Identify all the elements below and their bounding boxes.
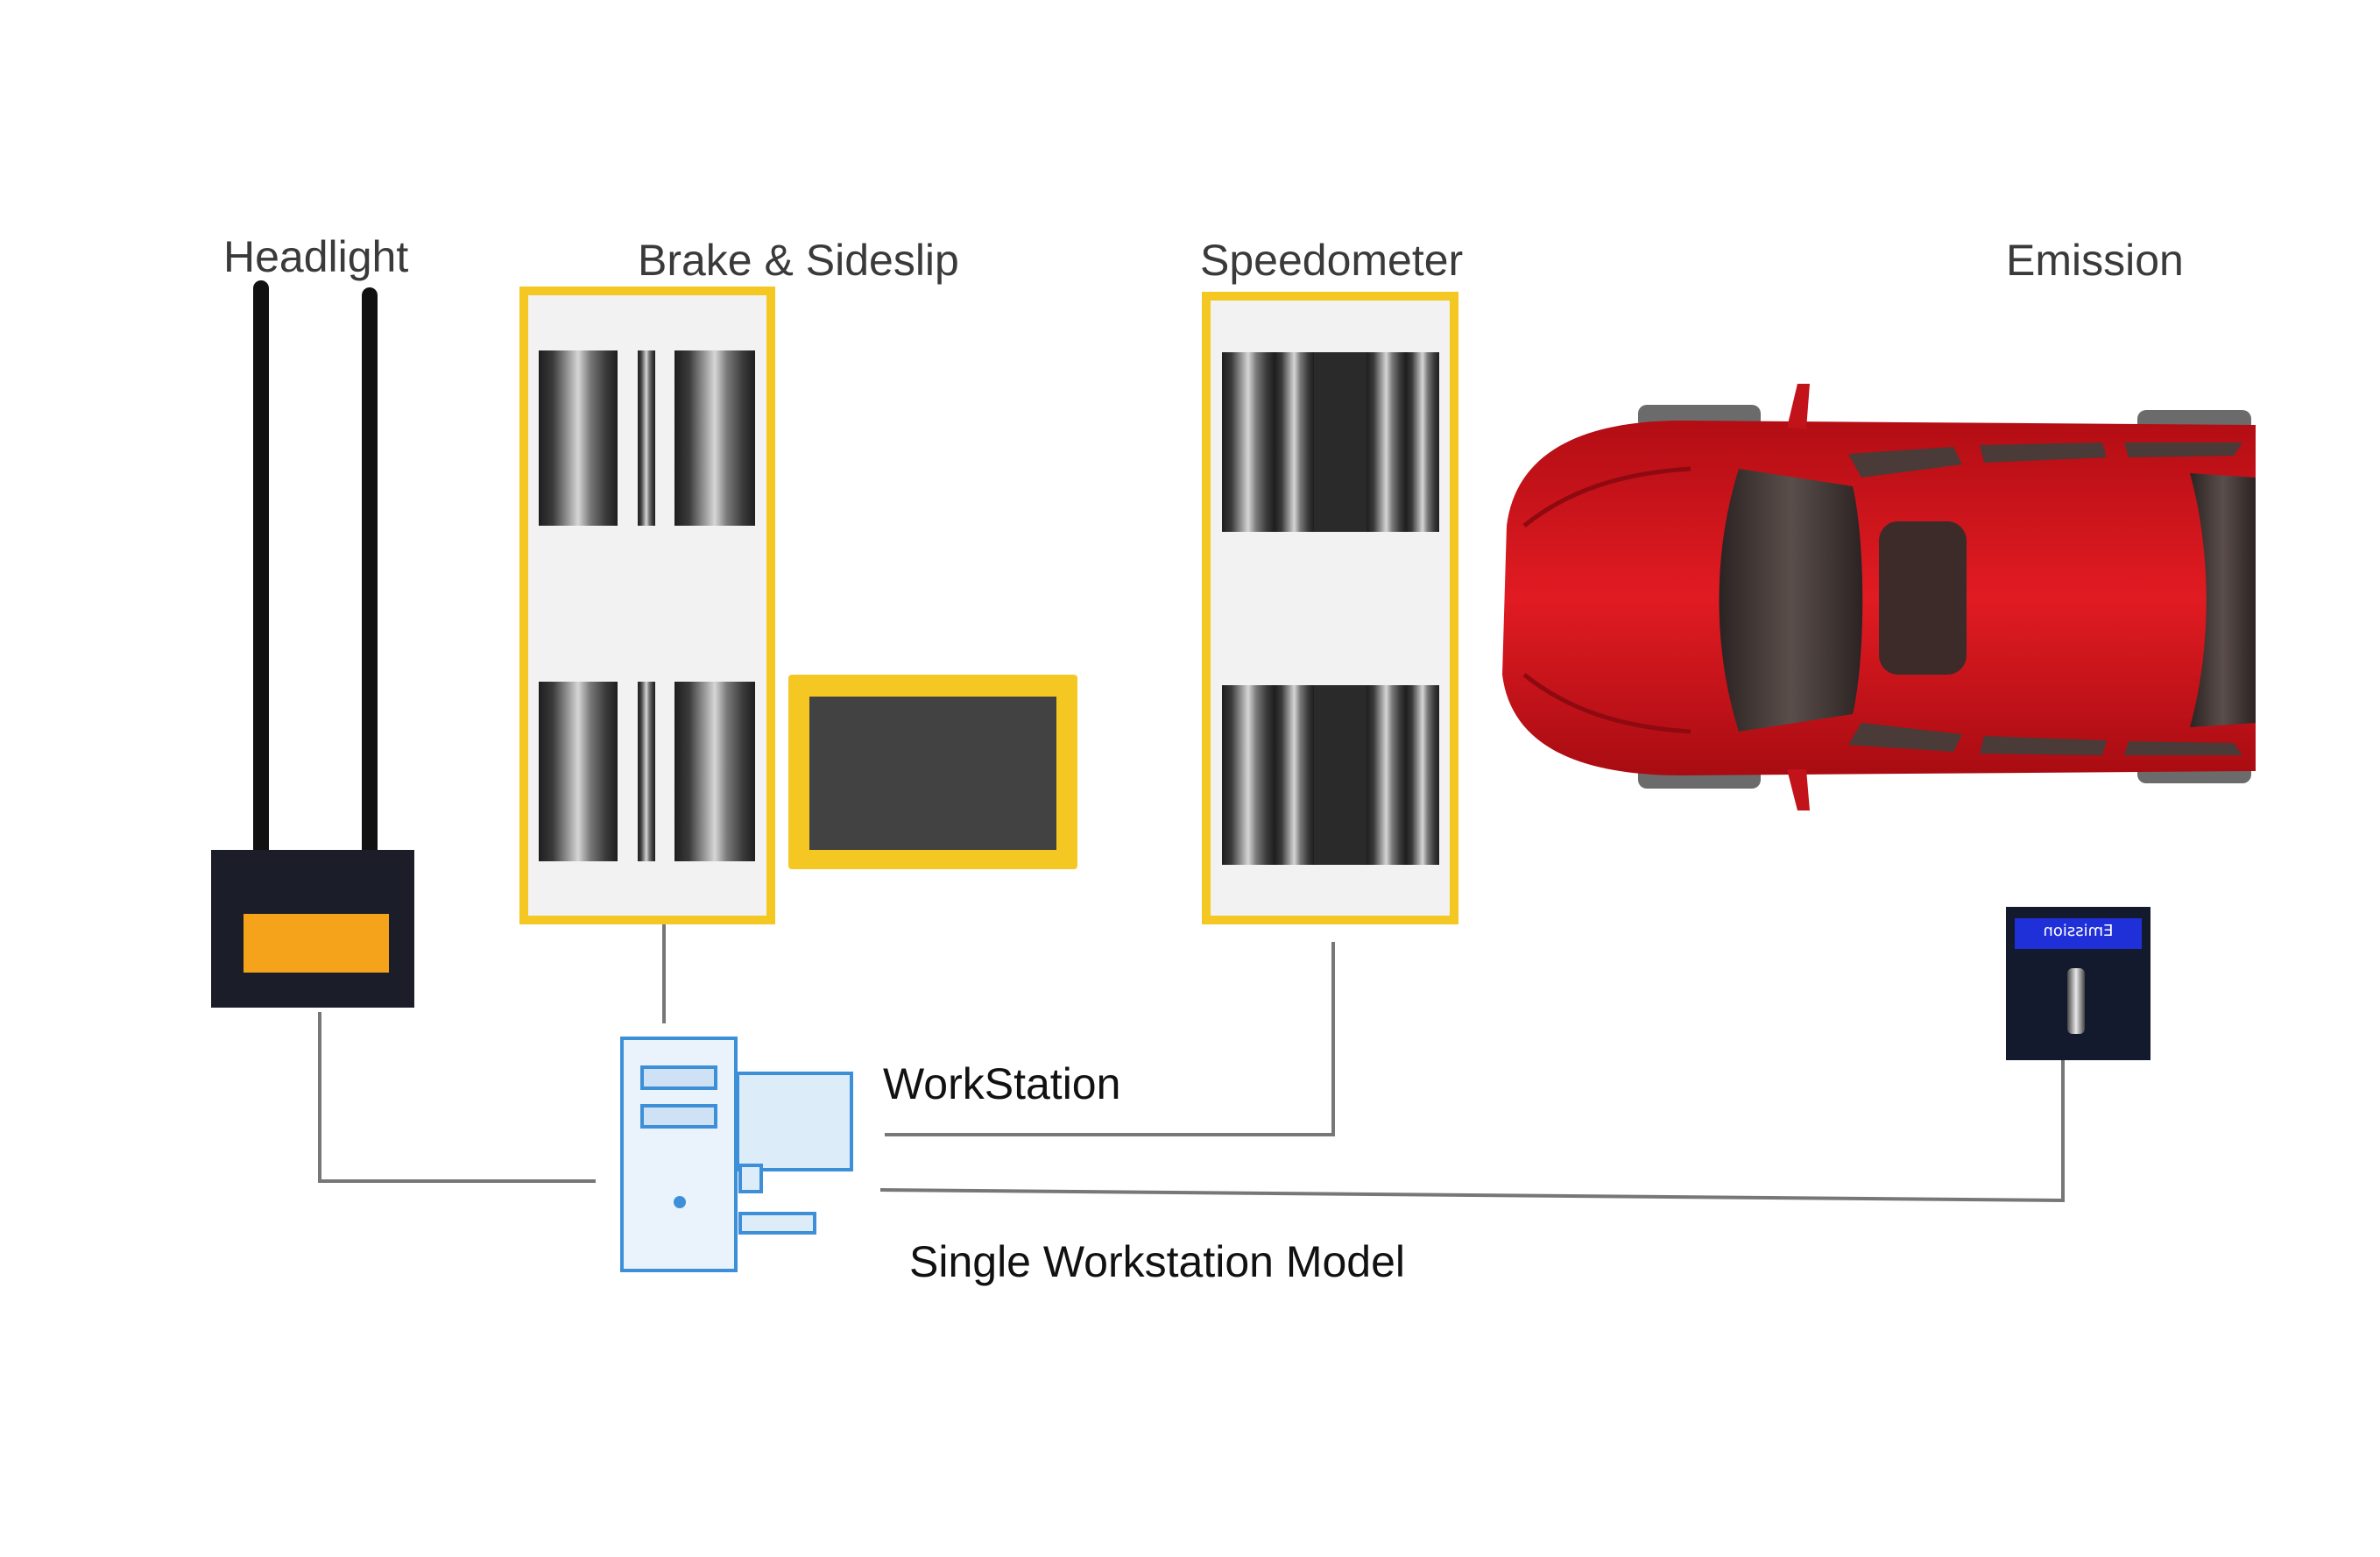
speedometer-rollers-top <box>1222 352 1439 532</box>
emission-connector <box>879 1060 2065 1203</box>
emission-screen-text: Emission <box>2043 922 2114 940</box>
headlight-tester <box>211 280 414 1008</box>
connector-lines <box>318 924 2065 1203</box>
speedometer-label: Speedometer <box>1200 236 1464 285</box>
brake-rollers-top <box>539 350 755 526</box>
brake-sideslip-label: Brake & Sideslip <box>638 236 959 285</box>
headlight-label: Headlight <box>223 232 409 281</box>
headlight-display <box>244 914 389 973</box>
brake-sideslip-platform <box>519 287 775 924</box>
headlight-pole-right <box>362 287 378 859</box>
emission-analyzer <box>2006 907 2150 1060</box>
workstation-computer-icon <box>620 1037 853 1272</box>
emission-label: Emission <box>2006 236 2184 285</box>
workstation-label: WorkStation <box>883 1059 1121 1108</box>
brake-rollers-bottom <box>539 682 755 861</box>
speedometer-rollers-bottom <box>1222 685 1439 865</box>
speedometer-platform <box>1202 292 1458 924</box>
speedometer-connector <box>885 942 1335 1136</box>
workstation-model-caption: Single Workstation Model <box>909 1237 1406 1286</box>
headlight-pole-left <box>253 280 269 859</box>
car-top-view <box>1502 384 2256 810</box>
headlight-connector <box>318 1012 596 1183</box>
sideslip-plate <box>788 675 1077 869</box>
